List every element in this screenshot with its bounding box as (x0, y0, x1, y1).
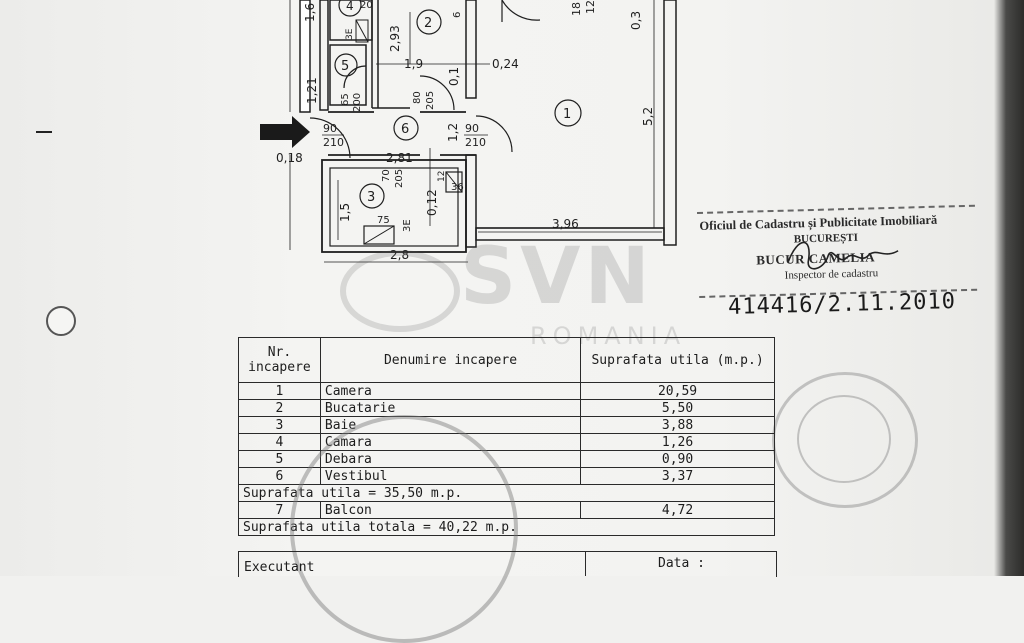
door2-width: 80 (412, 91, 423, 104)
entry-arrow-icon (260, 116, 310, 148)
room-label-4: 4 (346, 0, 354, 13)
fold-mark (36, 131, 52, 133)
door3-height: 205 (394, 169, 405, 188)
door5-height: 200 (352, 93, 363, 112)
dim-0-12: 0,12 (425, 189, 439, 216)
room-label-5: 5 (341, 59, 349, 74)
dim-12: 12 (584, 0, 597, 14)
area-table: Nr. incapere Denumire incapere Suprafata… (238, 337, 775, 536)
total-row: Suprafata utila totala = 40,22 m.p. (238, 518, 775, 536)
row-area: 0,90 (580, 450, 775, 468)
dim-1-21: 1,21 (305, 77, 319, 104)
row-area: 3,88 (580, 416, 775, 434)
fixture-3e: 3E (402, 219, 413, 232)
wall-right (663, 0, 677, 246)
row-nr: 1 (238, 382, 321, 400)
table-header-row: Nr. incapere Denumire incapere Suprafata… (238, 337, 775, 383)
header-area: Suprafata utila (m.p.) (580, 337, 775, 383)
table-row: 7 Balcon 4,72 (238, 501, 775, 519)
row-name: Bucatarie (319, 399, 582, 417)
subtotal-text: Suprafata utila = 35,50 m.p. (238, 484, 775, 502)
header-name: Denumire incapere (319, 337, 582, 383)
dim-0-18: 0,18 (276, 151, 303, 165)
fixture-20: 20 (360, 0, 373, 11)
row-nr: 7 (238, 501, 321, 519)
row-name: Vestibul (319, 467, 582, 485)
room-label-6: 6 (401, 122, 409, 137)
wall-divider (465, 0, 477, 99)
dim-1-6: 1,6 (303, 3, 317, 22)
room-label-3: 3 (367, 190, 375, 205)
room1-door-width: 90 (465, 122, 479, 135)
row-name: Camara (319, 433, 582, 451)
wall-left-upper (299, 0, 311, 113)
room1-door-arc (475, 115, 513, 153)
row-area: 4,72 (580, 501, 775, 519)
dim-0-1: 0,1 (447, 67, 461, 86)
row-name: Balcon (319, 501, 582, 519)
floor-plan: 4 2 5 6 3 1 1,6 2,93 1,9 0,24 0,1 1,21 0… (260, 0, 677, 263)
wall-left-inner (319, 0, 329, 111)
row-area: 5,50 (580, 399, 775, 417)
door3-width: 70 (381, 169, 392, 182)
row-name: Debara (319, 450, 582, 468)
footer-divider (585, 551, 586, 576)
wall-divider-lower (465, 154, 477, 248)
fixture-75: 75 (377, 215, 390, 226)
table-row: 1 Camera 20,59 (238, 382, 775, 400)
dim-18: 18 (570, 2, 583, 16)
inspector-signature (787, 241, 899, 270)
bathtub-fixture (363, 225, 395, 245)
row-nr: 6 (238, 467, 321, 485)
table-row: 4 Camara 1,26 (238, 433, 775, 451)
cadastre-stamp: Oficiul de Cadastru și Publicitate Imobi… (697, 204, 978, 298)
table-row: 6 Vestibul 3,37 (238, 467, 775, 485)
dim-6: 6 (452, 12, 463, 18)
entry-door-height: 210 (323, 136, 344, 149)
row-area: 1,26 (580, 433, 775, 451)
row-area: 20,59 (580, 382, 775, 400)
scan-dark-edge (994, 0, 1024, 576)
dim-3-96: 3,96 (552, 217, 579, 231)
door2-height: 205 (425, 91, 436, 110)
door5-width: 65 (340, 93, 351, 106)
dim-5-2: 5,2 (641, 107, 655, 126)
subtotal-row: Suprafata utila = 35,50 m.p. (238, 484, 775, 502)
room1-door-height: 210 (465, 136, 486, 149)
room-label-1: 1 (563, 107, 571, 122)
entry-door-width: 90 (323, 122, 337, 135)
row-nr: 5 (238, 450, 321, 468)
dim-2-81: 2,81 (386, 151, 413, 165)
row-nr: 2 (238, 399, 321, 417)
row-nr: 3 (238, 416, 321, 434)
table-row: 3 Baie 3,88 (238, 416, 775, 434)
row-area: 3,37 (580, 467, 775, 485)
dim-0-3: 0,3 (629, 11, 643, 30)
room-label-2: 2 (424, 16, 432, 31)
fixture-3e-2: 3E (345, 28, 355, 40)
footer-data: Data : (658, 556, 705, 571)
table-row: 5 Debara 0,90 (238, 450, 775, 468)
punch-hole (46, 306, 76, 336)
footer-executant: Executant (244, 560, 315, 575)
round-seal-stamp (772, 372, 918, 508)
fixture-36: 36 (451, 182, 464, 193)
row-name: Camera (319, 382, 582, 400)
dim-2-93: 2,93 (388, 25, 402, 52)
entry-door-arc (309, 117, 351, 159)
dim-1-5: 1,5 (338, 203, 352, 222)
dim-1-9: 1,9 (404, 57, 423, 71)
header-nr: Nr. incapere (238, 337, 321, 383)
fixture-12: 12 (437, 171, 447, 182)
total-text: Suprafata utila totala = 40,22 m.p. (238, 518, 775, 536)
row-name: Baie (319, 416, 582, 434)
row-nr: 4 (238, 433, 321, 451)
table-row: 2 Bucatarie 5,50 (238, 399, 775, 417)
footer-box (238, 551, 777, 577)
dim-0-24: 0,24 (492, 57, 519, 71)
dim-1-2: 1,2 (446, 123, 460, 142)
dim-2-8: 2,8 (390, 248, 409, 262)
